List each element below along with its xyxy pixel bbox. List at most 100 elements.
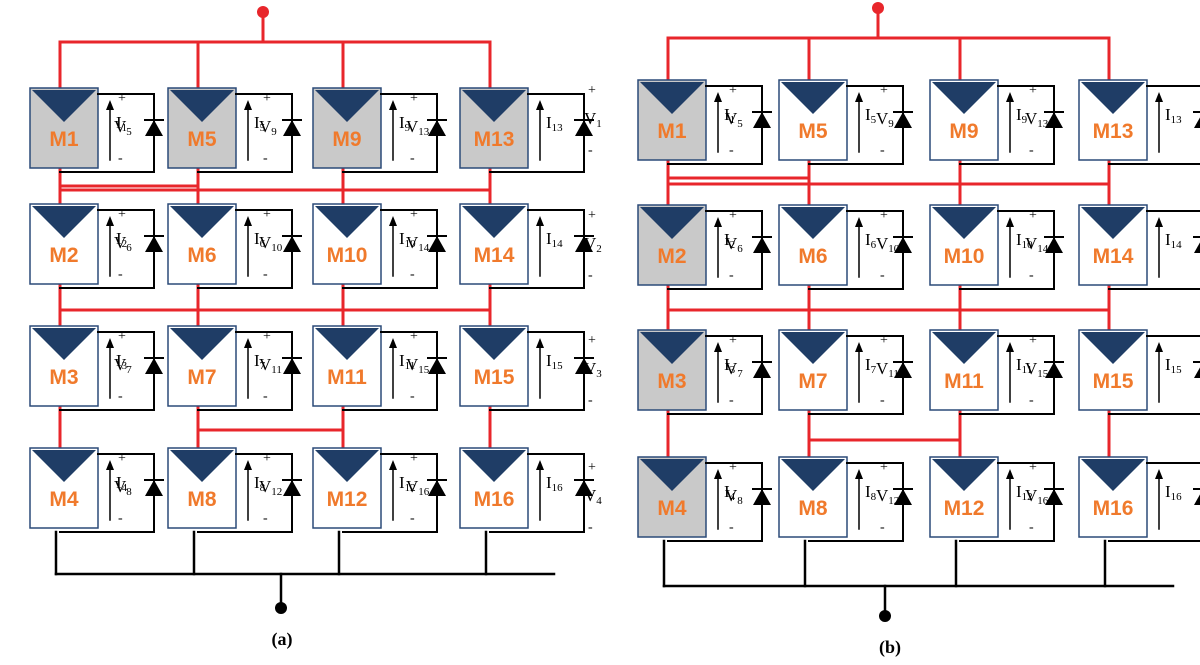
bypass-loop <box>1108 210 1200 290</box>
symbol-subscript: 13 <box>1037 118 1049 130</box>
symbol-subscript: 16 <box>418 486 430 498</box>
voltage-plus: + <box>1029 83 1037 98</box>
bypass-diode-icon <box>1194 117 1200 128</box>
symbol-base: I <box>1016 105 1022 124</box>
bypass-diode-icon <box>428 236 446 252</box>
current-arrow-head-icon <box>389 338 397 348</box>
module-cell-icon <box>32 206 96 238</box>
module-cell-icon <box>781 332 845 364</box>
symbol-base: I <box>724 105 730 124</box>
module-label: M16 <box>474 488 515 511</box>
voltage-minus: - <box>263 151 268 166</box>
voltage-minus: - <box>588 143 593 158</box>
panel-a: M1I1+V1-M2I2+V2-M3I3+V3-M4I4+V4-M5I5+V5-… <box>29 6 594 650</box>
bypass-loop <box>1108 335 1200 415</box>
voltage-minus: - <box>729 393 734 408</box>
voltage-plus: + <box>118 329 126 344</box>
module-body <box>312 447 382 529</box>
symbol-subscript: 13 <box>1171 114 1183 126</box>
current-arrow-head-icon <box>1155 217 1163 227</box>
current-arrow-head-icon <box>244 338 252 348</box>
voltage-plus: + <box>588 460 596 475</box>
bypass-loop <box>59 331 164 411</box>
symbol-base: I <box>724 355 730 374</box>
voltage-plus: + <box>588 83 596 98</box>
voltage-plus: + <box>263 329 271 344</box>
voltage-label: V6 <box>725 234 743 255</box>
symbol-base: I <box>1165 482 1171 501</box>
current-arrow-head-icon <box>536 460 544 470</box>
voltage-plus: + <box>1029 333 1037 348</box>
voltage-plus: + <box>263 91 271 106</box>
bypass-diode-icon <box>283 480 301 496</box>
module-cell-icon <box>32 450 96 482</box>
symbol-base: I <box>399 473 405 492</box>
panel-b: M1I1+V1-M2I2+V2-M3I3+V3-M4I4+V4-M5I5+V5-… <box>584 2 1200 658</box>
voltage-label: V12 <box>259 477 282 498</box>
voltage-label: V15 <box>1025 359 1049 380</box>
current-label: I2 <box>116 229 127 250</box>
current-label: I5 <box>254 113 266 134</box>
voltage-minus: - <box>729 143 734 158</box>
current-arrow-head-icon <box>536 100 544 110</box>
current-arrow-head-icon <box>106 216 114 226</box>
bypass-diode-icon <box>145 120 163 136</box>
voltage-label: V9 <box>259 117 277 138</box>
module-label: M8 <box>187 488 216 511</box>
symbol-base: V <box>114 355 127 374</box>
symbol-subscript: 11 <box>1022 364 1033 376</box>
symbol-base: V <box>1025 109 1038 128</box>
current-arrow-head-icon <box>714 342 722 352</box>
voltage-label: V5 <box>114 117 132 138</box>
bypass-loop <box>342 331 447 411</box>
top-bus <box>58 6 492 90</box>
bypass-diode-icon <box>753 489 771 505</box>
bypass-loop <box>197 331 302 411</box>
current-arrow-head-icon <box>106 338 114 348</box>
module-label: M13 <box>474 128 515 151</box>
symbol-subscript: 15 <box>1037 368 1049 380</box>
symbol-base: V <box>584 234 597 253</box>
string-column-3: M9I9+V9-M10I10+V10-M11I11+V11-M12I12+V12… <box>259 87 447 576</box>
positive-terminal-dot <box>257 6 269 18</box>
bypass-diode-icon <box>1194 367 1200 378</box>
voltage-minus: - <box>880 268 885 283</box>
symbol-subscript: 14 <box>418 242 430 254</box>
module-cell-icon <box>462 328 526 360</box>
symbol-subscript: 6 <box>737 243 743 255</box>
module-label: M14 <box>474 244 515 267</box>
voltage-plus: + <box>880 208 888 223</box>
symbol-base: I <box>254 229 260 248</box>
symbol-subscript: 7 <box>126 364 132 376</box>
bypass-loop <box>489 209 594 289</box>
symbol-base: I <box>1165 230 1171 249</box>
symbol-base: V <box>114 117 127 136</box>
module-label: M1 <box>657 120 686 143</box>
symbol-base: V <box>725 109 738 128</box>
module-cell-icon <box>640 332 704 364</box>
current-arrow-head-icon <box>855 92 863 102</box>
symbol-base: V <box>406 477 419 496</box>
voltage-minus: - <box>118 389 123 404</box>
bypass-diode-icon <box>283 358 301 374</box>
symbol-base: I <box>1165 105 1171 124</box>
symbol-base: I <box>865 105 871 124</box>
symbol-base: V <box>259 477 272 496</box>
voltage-plus: + <box>1029 460 1037 475</box>
voltage-plus: + <box>588 208 596 223</box>
bypass-loop <box>342 209 447 289</box>
bypass-loop <box>1108 462 1200 542</box>
bottom-bus <box>54 572 556 614</box>
current-arrow-head-icon <box>536 338 544 348</box>
voltage-minus: - <box>118 511 123 526</box>
symbol-subscript: 14 <box>552 238 564 250</box>
module-label: M1 <box>49 128 78 151</box>
symbol-base: V <box>406 117 419 136</box>
